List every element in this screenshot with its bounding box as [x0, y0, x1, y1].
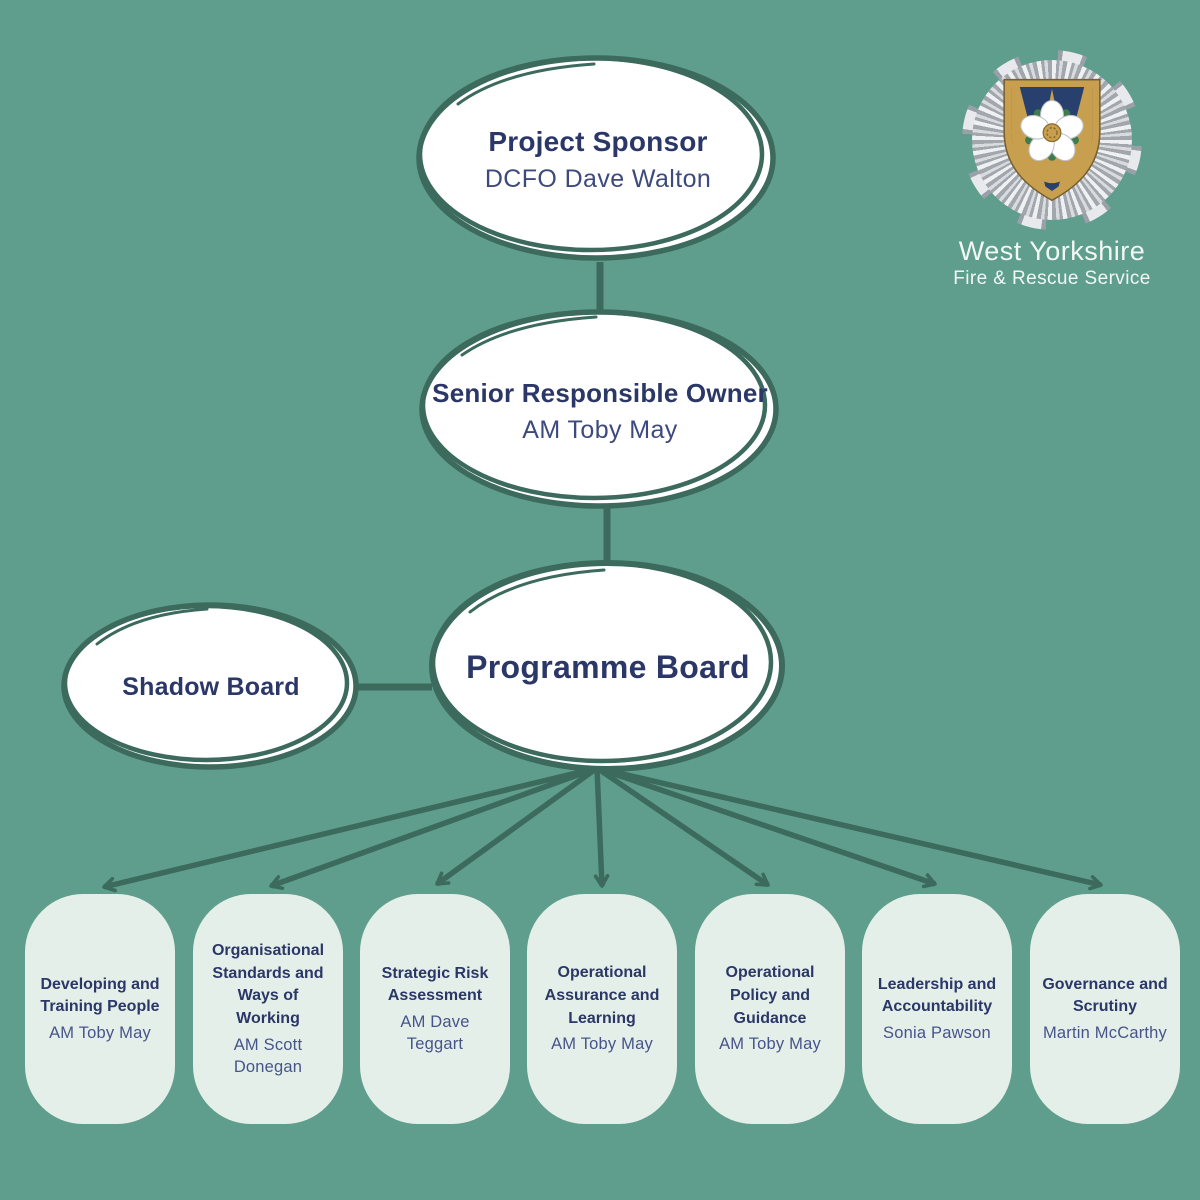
- arrow-to-board-4: [595, 765, 770, 888]
- ellipse-sketch: [419, 309, 779, 509]
- board-title: Organisational Standards and Ways of Wor…: [211, 941, 325, 1027]
- board-title: Operational Assurance and Learning: [544, 964, 660, 1027]
- arrow-to-board-2: [435, 765, 599, 887]
- board-organisational-standards: Organisational Standards and Ways of Wor…: [193, 894, 343, 1124]
- sro-name: AM Toby May: [522, 415, 678, 444]
- sketch-swoosh: [468, 568, 606, 614]
- board-title: Operational Policy and Guidance: [725, 964, 815, 1027]
- node-programme-board: Programme Board: [422, 556, 794, 778]
- ellipse-sketch: [416, 55, 776, 261]
- programme-board-title: Programme Board: [466, 648, 750, 685]
- board-title: Governance and Scrutiny: [1042, 975, 1168, 1016]
- ellipse-sketch: [61, 602, 359, 770]
- board-strategic-risk-assessment: Strategic Risk Assessment AM Dave Teggar…: [360, 894, 510, 1124]
- board-title: Strategic Risk Assessment: [381, 964, 489, 1005]
- arrow-to-board-6: [596, 765, 1103, 891]
- board-lead-name: AM Toby May: [551, 1035, 653, 1054]
- node-project-sponsor: Project Sponsor DCFO Dave Walton: [408, 50, 788, 270]
- logo-org-subtitle: Fire & Rescue Service: [953, 268, 1151, 290]
- sub-boards-row: Developing and Training People AM Toby M…: [0, 894, 1200, 1124]
- sketch-swoosh: [456, 62, 596, 106]
- board-lead-name: AM Dave Teggart: [400, 1012, 470, 1054]
- sponsor-title: Project Sponsor: [488, 126, 708, 157]
- arrow-to-board-1: [269, 765, 598, 891]
- board-lead-name: Martin McCarthy: [1042, 1024, 1168, 1043]
- node-senior-responsible-owner: Senior Responsible Owner AM Toby May: [410, 305, 790, 517]
- logo-wordmark: West Yorkshire Fire & Rescue Service: [932, 236, 1172, 292]
- board-operational-policy-guidance: Operational Policy and Guidance AM Toby …: [695, 894, 845, 1124]
- sro-title: Senior Responsible Owner: [432, 377, 768, 408]
- yorkshire-rose: [1020, 99, 1084, 162]
- ellipse-sketch: [429, 560, 785, 772]
- board-leadership-accountability: Leadership and Accountability Sonia Paws…: [862, 894, 1012, 1124]
- board-lead-name: AM Toby May: [49, 1024, 151, 1043]
- board-title: Developing and Training People: [40, 975, 160, 1016]
- wyfrs-logo: West Yorkshire Fire & Rescue Service: [932, 50, 1172, 295]
- arrow-to-board-5: [596, 765, 937, 889]
- board-lead-name: AM Scott Donegan: [233, 1035, 303, 1076]
- board-operational-assurance-learning: Operational Assurance and Learning AM To…: [527, 894, 677, 1124]
- board-lead-name: Sonia Pawson: [883, 1024, 991, 1043]
- crest-shield: [1003, 78, 1101, 202]
- sponsor-name: DCFO Dave Walton: [484, 165, 712, 193]
- sketch-swoosh: [95, 607, 209, 646]
- board-governance-scrutiny: Governance and Scrutiny Martin McCarthy: [1030, 894, 1180, 1124]
- arrow-to-board-3: [593, 767, 610, 888]
- board-developing-and-training-people: Developing and Training People AM Toby M…: [25, 894, 175, 1124]
- shadow-board-title: Shadow Board: [122, 672, 300, 701]
- arrow-fan: [102, 765, 1103, 893]
- fire-service-crest-icon: [962, 50, 1142, 230]
- logo-org-name: West Yorkshire: [958, 236, 1146, 266]
- board-title: Leadership and Accountability: [877, 975, 997, 1016]
- board-lead-name: AM Toby May: [719, 1035, 821, 1054]
- arrow-to-board-0: [102, 765, 598, 893]
- sketch-swoosh: [460, 315, 598, 357]
- node-shadow-board: Shadow Board: [55, 598, 367, 776]
